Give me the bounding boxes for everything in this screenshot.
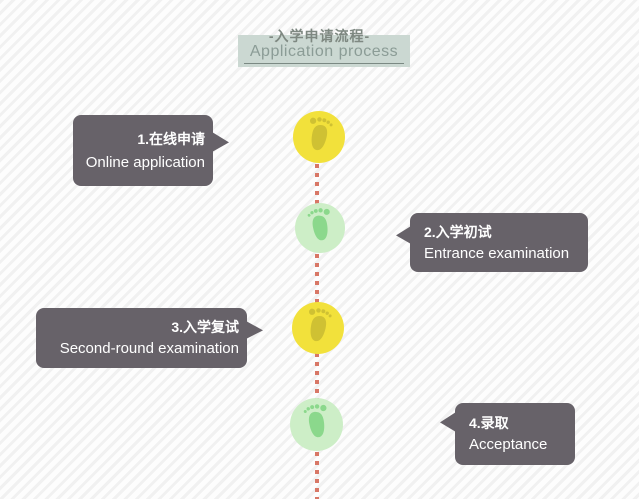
step-1-bubble: 1.在线申请 Online application [73, 115, 213, 186]
page-title-box: Application process [238, 35, 410, 67]
step-4-bubble-tail [440, 412, 456, 432]
step-3-title-en: Second-round examination [59, 340, 239, 357]
step-3-marker [292, 302, 344, 354]
step-4-marker [290, 398, 343, 451]
footprint-icon [305, 116, 333, 159]
page-title-en: Application process [243, 43, 405, 64]
step-4-title-zh: 4.录取 [469, 415, 509, 431]
step-2-bubble-tail [396, 226, 411, 244]
step-2-title-en: Entrance examination [424, 244, 570, 262]
step-1-marker [293, 111, 345, 163]
step-3-bubble: 3.入学复试 Second-round examination [36, 308, 247, 368]
step-3-title-zh: 3.入学复试 [171, 319, 239, 335]
step-1-bubble-tail [212, 132, 229, 152]
step-3-bubble-tail [246, 321, 263, 339]
step-4-title-en: Acceptance [469, 436, 548, 453]
footprint-icon [304, 307, 332, 350]
step-1-title-en: Online application [85, 153, 205, 171]
step-2-bubble: 2.入学初试 Entrance examination [410, 213, 588, 272]
step-1-title-zh: 1.在线申请 [137, 130, 205, 147]
footprint-icon [303, 403, 331, 446]
footprint-icon [307, 207, 334, 249]
page-title-zh: -入学申请流程- [268, 28, 371, 44]
step-4-bubble: 4.录取 Acceptance [455, 403, 575, 465]
step-2-title-zh: 2.入学初试 [424, 223, 492, 240]
step-2-marker [295, 203, 345, 253]
